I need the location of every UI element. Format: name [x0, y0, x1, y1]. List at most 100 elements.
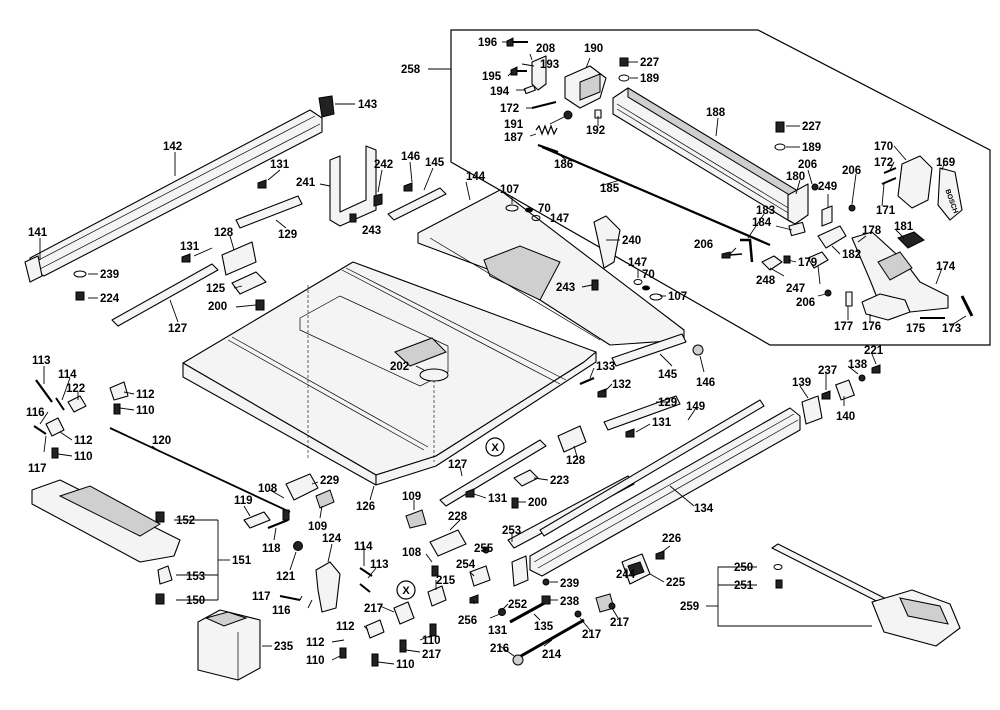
screw-108b: [431, 565, 439, 577]
label-146b: 146: [696, 377, 715, 389]
handle-124: [315, 561, 341, 613]
plate-145-top: [387, 187, 447, 221]
label-227a: 227: [640, 57, 659, 69]
label-147a: 147: [550, 213, 569, 225]
screw-237: [821, 390, 831, 400]
label-118: 118: [262, 543, 281, 555]
label-251: 251: [734, 580, 754, 592]
label-170: 170: [874, 141, 893, 153]
nut-138: [858, 374, 866, 382]
label-173: 173: [942, 323, 961, 335]
label-215: 215: [436, 575, 456, 587]
label-206b: 206: [842, 165, 861, 177]
label-70b: 70: [642, 269, 655, 281]
screw-217b: [399, 639, 407, 653]
knob-146b: [692, 344, 704, 356]
plate-128-left: [221, 241, 257, 276]
label-223: 223: [550, 475, 569, 487]
label-217a: 217: [364, 603, 383, 615]
label-172a: 172: [500, 103, 519, 115]
screw-200a: [255, 299, 265, 311]
screw-131c: [625, 428, 635, 438]
pad-194: [523, 84, 536, 95]
pin-114b: [359, 583, 371, 593]
plate-145-right: [611, 333, 687, 367]
label-121: 121: [276, 571, 296, 583]
label-183: 183: [756, 205, 775, 217]
label-117a: 117: [28, 463, 47, 475]
label-217b: 217: [422, 649, 441, 661]
washer-107a: [505, 204, 519, 212]
bracket-229: [285, 473, 319, 501]
label-175: 175: [906, 323, 926, 335]
label-192: 192: [586, 125, 605, 137]
washer-239b: [542, 578, 550, 586]
label-195: 195: [482, 71, 502, 83]
label-108a: 108: [258, 483, 278, 495]
pin-173: [960, 295, 974, 317]
label-125: 125: [206, 283, 226, 295]
lock-cover-169: [937, 167, 963, 221]
callout-x-marker-2: [396, 580, 416, 600]
fence-rod: [541, 145, 771, 247]
label-109a: 109: [308, 521, 327, 533]
bracket-241: [329, 145, 377, 227]
pin-171: [881, 177, 897, 185]
label-122: 122: [66, 383, 85, 395]
pin-118: [267, 518, 289, 530]
bracket-228: [429, 529, 467, 557]
label-239a: 239: [100, 269, 119, 281]
clip-112b: [45, 417, 65, 437]
label-255: 255: [474, 543, 494, 555]
label-171: 171: [876, 205, 896, 217]
label-126: 126: [356, 501, 375, 513]
label-216: 216: [490, 643, 509, 655]
clamp-base-176: [861, 293, 911, 321]
label-228: 228: [448, 511, 468, 523]
end-cap-141: [24, 255, 43, 283]
screw-110c: [339, 647, 347, 659]
knob-109a: [315, 489, 335, 509]
label-113b: 113: [370, 559, 389, 571]
label-116a: 116: [26, 407, 45, 419]
fence-rail-134: [529, 407, 801, 577]
rail-142: [29, 109, 323, 277]
nut-217c: [574, 610, 582, 618]
miter-gauge-259: [771, 543, 961, 647]
label-259: 259: [680, 601, 699, 613]
screw-206b: [721, 251, 731, 259]
part-182: [817, 225, 847, 249]
label-200b: 200: [528, 497, 547, 509]
rod-120: [109, 427, 291, 513]
plate-140: [835, 379, 855, 401]
screw-224: [75, 291, 85, 301]
label-187: 187: [504, 132, 523, 144]
label-181: 181: [894, 221, 914, 233]
label-254: 254: [456, 559, 476, 571]
label-131b: 131: [180, 241, 200, 253]
label-206a: 206: [798, 159, 817, 171]
label-127a: 127: [168, 323, 187, 335]
label-240: 240: [622, 235, 641, 247]
bracket-249: [821, 205, 833, 227]
screw-108a: [282, 509, 290, 521]
scale-149: [539, 399, 765, 537]
label-253: 253: [502, 525, 521, 537]
screw-227a: [619, 57, 629, 67]
label-133: 133: [596, 361, 615, 373]
washer-70b: [642, 285, 650, 291]
label-151: 151: [232, 555, 252, 567]
label-141: 141: [28, 227, 48, 239]
label-127b: 127: [448, 459, 467, 471]
nut-217d: [608, 602, 616, 610]
label-221: 221: [864, 345, 884, 357]
screw-131d: [465, 488, 475, 498]
label-241: 241: [296, 177, 316, 189]
part-153: [157, 565, 173, 585]
label-177: 177: [834, 321, 853, 333]
label-114a: 114: [58, 369, 77, 381]
label-110d: 110: [306, 655, 325, 667]
pin-113a: [35, 379, 53, 403]
label-225: 225: [666, 577, 686, 589]
